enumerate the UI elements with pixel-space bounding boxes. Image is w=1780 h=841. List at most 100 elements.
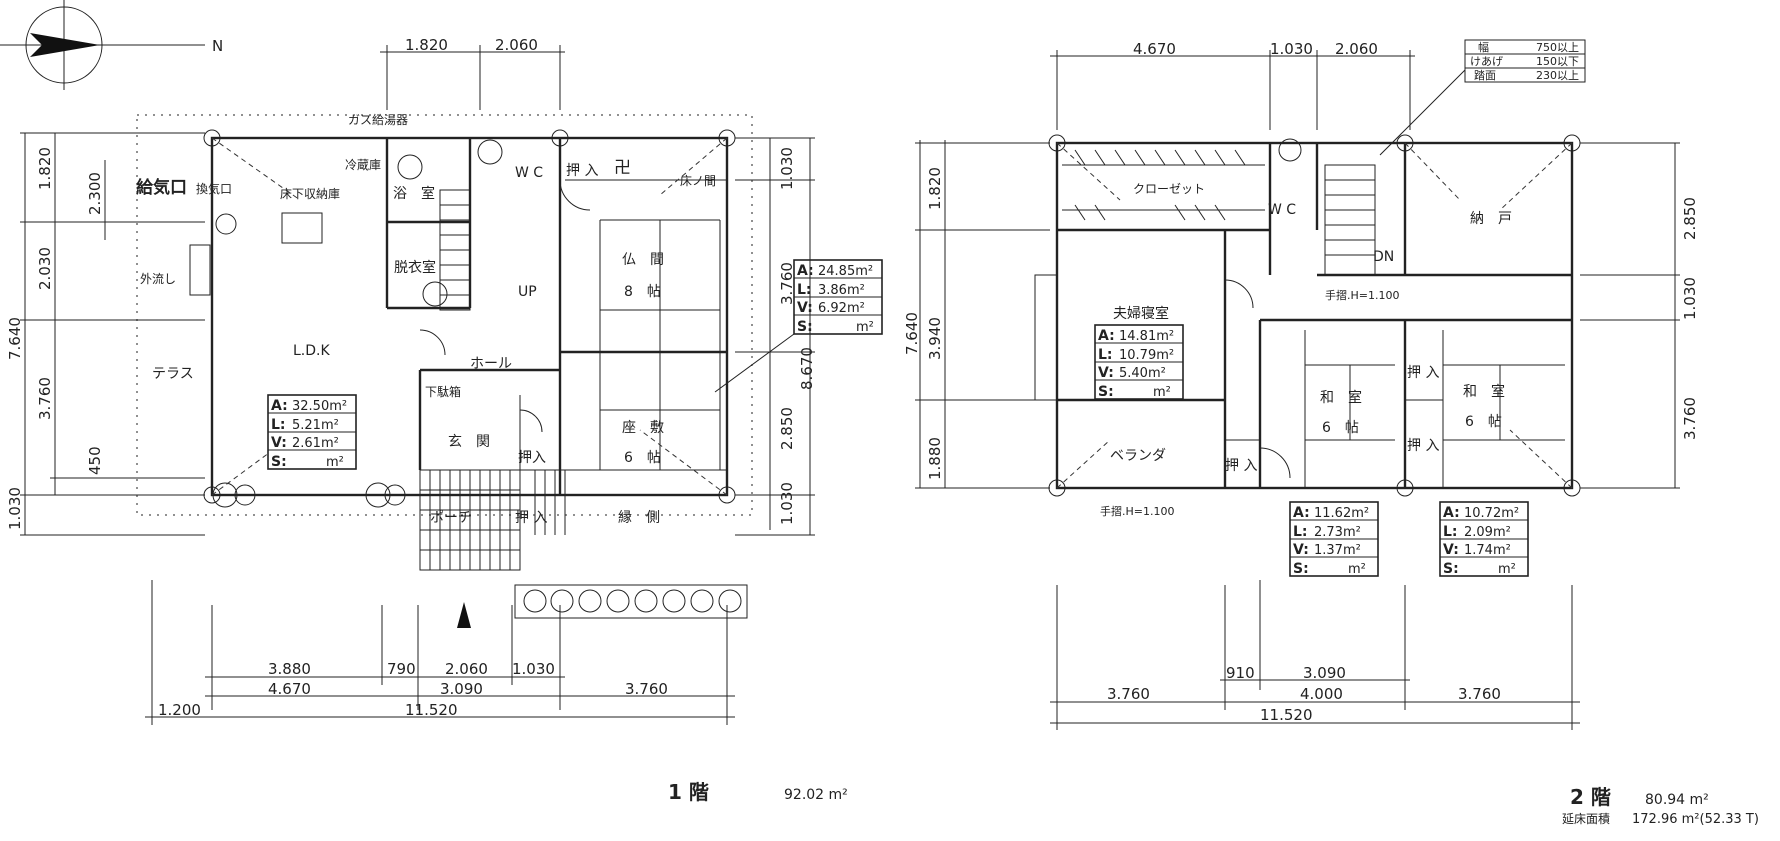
svg-text:V:: V: — [797, 300, 813, 316]
f1-left-dim-7: 1.030 — [6, 487, 24, 530]
f2-stair-spec-value-1: 750以上 — [1536, 41, 1579, 54]
svg-text:A:: A: — [1443, 505, 1460, 521]
f2-title: 2 階 — [1570, 785, 1611, 809]
f1-bath-label: 浴 室 — [393, 185, 435, 202]
f1-bottom-dim-8: 1.200 — [158, 701, 201, 719]
f2-washitsu-1-area-a: 11.62m² — [1314, 506, 1369, 521]
f2-left-dim-3: 3.940 — [926, 317, 944, 360]
f1-butsuma-label: 仏 間 — [622, 252, 664, 268]
f2-washitsu-1-area-table: A: L: V: S: 11.62m² 2.73m² 1.37m² m² — [1289, 501, 1379, 577]
f2-total-area-label: 延床面積 — [1562, 811, 1610, 826]
svg-text:V:: V: — [1293, 542, 1309, 558]
f1-bottom-dim-5: 4.670 — [268, 680, 311, 698]
f1-bath-fixture-icon — [397, 154, 423, 180]
svg-text:A:: A: — [271, 398, 288, 414]
f1-right-dim-5: 1.030 — [778, 482, 796, 525]
f1-ldk-area-l: 5.21m² — [292, 418, 339, 433]
f1-butsudan-label: 卍 — [614, 158, 631, 178]
svg-text:L:: L: — [1098, 347, 1113, 363]
f1-floor-storage-label: 床下収納庫 — [280, 187, 340, 201]
svg-text:L:: L: — [797, 282, 812, 298]
f2-left-dim-1: 1.820 — [926, 167, 944, 210]
f1-left-dim-6: 450 — [86, 446, 104, 475]
f1-left-dim-2: 2.300 — [86, 172, 104, 215]
f1-porch-label: ポーチ — [430, 510, 472, 526]
f1-zashiki-label: 座 敷 — [622, 420, 664, 436]
f1-butsuma-area-table: A: L: V: S: 24.85m² 3.86m² 6.92m² m² — [714, 259, 883, 393]
f1-left-dim-3: 2.030 — [36, 247, 54, 290]
f2-bottom-dim-2: 3.090 — [1303, 664, 1346, 682]
f2-oshiire-c-label: 押 入 — [1225, 458, 1257, 474]
f2-oshiire-a-label: 押 入 — [1407, 365, 1439, 381]
f1-garden-shrubs — [212, 482, 748, 619]
f2-closet-hatch — [1062, 149, 1265, 221]
f1-ldk-area-s: m² — [326, 455, 344, 470]
f1-butsuma-area-s: m² — [856, 320, 874, 335]
svg-text:L:: L: — [1293, 524, 1308, 540]
f1-bottom-dim-3: 2.060 — [445, 660, 488, 678]
f1-vent-icon — [215, 213, 237, 235]
f1-bottom-dim-2: 790 — [387, 660, 416, 678]
f2-wc-label: W C — [1268, 202, 1296, 218]
f1-butsuma-area-l: 3.86m² — [818, 283, 865, 298]
f2-master-area-a: 14.81m² — [1119, 329, 1174, 344]
f1-washer-icon — [422, 281, 448, 307]
f2-handrail-1-label: 手摺.H=1.100 — [1325, 288, 1399, 302]
f2-washitsu-1-area-v: 1.37m² — [1314, 543, 1361, 558]
f1-top-dim-1: 1.820 — [405, 36, 448, 54]
f2-left-dim-2: 7.640 — [903, 312, 921, 355]
f2-stair-spec-label-2: けあげ — [1470, 55, 1503, 68]
f2-washitsu-1-area-s: m² — [1348, 562, 1366, 577]
f1-left-dim-1: 1.820 — [36, 147, 54, 190]
f1-bottom-dim-9: 11.520 — [405, 701, 458, 719]
f1-butsuma-area-a: 24.85m² — [818, 264, 873, 279]
f2-bottom-dim-6: 11.520 — [1260, 706, 1313, 724]
f1-engawa-hatch — [520, 470, 727, 535]
f2-stair-spec-value-2: 150以下 — [1536, 55, 1579, 68]
f1-left-dim-5: 3.760 — [36, 377, 54, 420]
f1-genkan-label: 玄 関 — [448, 433, 490, 450]
svg-text:V:: V: — [271, 435, 287, 451]
f1-engawa-label: 縁 側 — [618, 510, 660, 526]
f1-tokonoma-label: 床ノ間 — [680, 174, 716, 188]
f2-stair-spec-label-3: 踏面 — [1474, 68, 1496, 82]
f1-title: 1 階 — [668, 780, 709, 804]
f1-right-dim-2: 3.760 — [778, 262, 796, 305]
svg-text:S:: S: — [797, 319, 813, 335]
f2-wc-fixture-icon — [1278, 138, 1302, 162]
f2-total-area-value: 172.96 m²(52.33 T) — [1632, 812, 1759, 827]
svg-text:S:: S: — [1443, 561, 1459, 577]
f1-entrance-arrow-icon — [457, 602, 471, 628]
f2-right-dim-2: 1.030 — [1681, 277, 1699, 320]
f1-bottom-dim-7: 3.760 — [625, 680, 668, 698]
f1-left-dim-4: 7.640 — [6, 317, 24, 360]
f1-ldk-area-a: 32.50m² — [292, 399, 347, 414]
f2-master-area-v: 5.40m² — [1119, 366, 1166, 381]
f2-washitsu-2-area-s: m² — [1498, 562, 1516, 577]
f1-terrace-label: テラス — [152, 366, 194, 382]
f2-stairs — [1324, 164, 1376, 276]
f2-oshiire-b-label: 押 入 — [1407, 438, 1439, 454]
f2-storage-label: 納 戸 — [1470, 211, 1512, 227]
svg-text:S:: S: — [1098, 384, 1114, 400]
f1-butsuma-area-v: 6.92m² — [818, 301, 865, 316]
f1-oshiire-1-label: 押入 — [518, 450, 546, 466]
f2-washitsu-2-area-a: 10.72m² — [1464, 506, 1519, 521]
f1-kitchen-vent-label: 換気口 — [196, 181, 232, 196]
f1-wc-fixture-icon — [477, 139, 503, 165]
svg-text:A:: A: — [1293, 505, 1310, 521]
f1-right-dim-3: 8.670 — [798, 347, 816, 390]
f2-down-label: DN — [1373, 249, 1394, 265]
f1-area: 92.02 m² — [784, 787, 848, 803]
f2-master-area-l: 10.79m² — [1119, 348, 1174, 363]
svg-text:L:: L: — [1443, 524, 1458, 540]
north-arrow-icon — [30, 33, 100, 57]
f1-top-dim-2: 2.060 — [495, 36, 538, 54]
f1-wc-label: W C — [515, 165, 543, 181]
f1-oshiire-top-label: 押 入 — [566, 163, 598, 179]
f1-zashiki-size: 6 帖 — [624, 450, 661, 466]
f1-fridge-label: 冷蔵庫 — [345, 158, 381, 172]
floor-2-plan: 4.670 1.030 2.060 幅 750以上 けあげ 150以下 踏面 2… — [903, 39, 1759, 827]
f2-washitsu-2-area-v: 1.74m² — [1464, 543, 1511, 558]
